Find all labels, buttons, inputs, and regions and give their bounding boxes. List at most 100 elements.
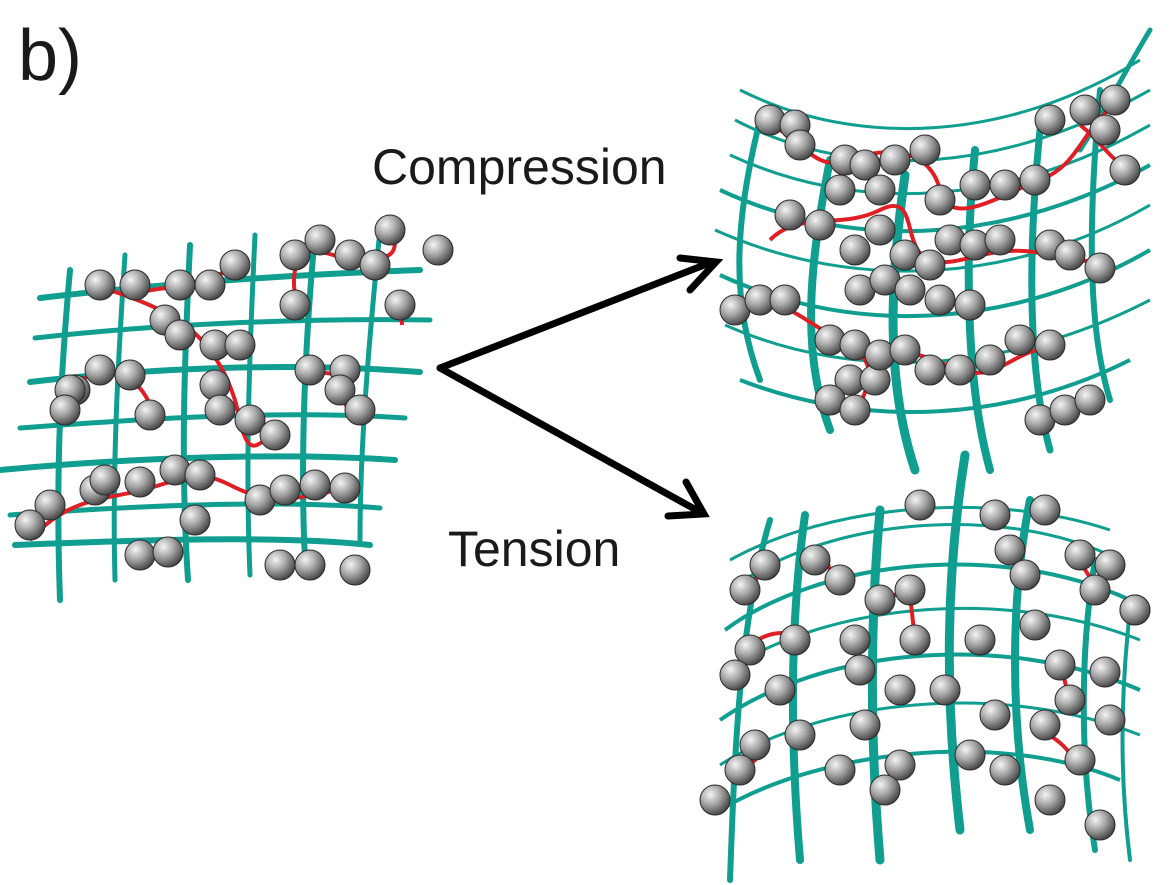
particle-icon xyxy=(884,749,916,781)
particle-icon xyxy=(1069,94,1101,126)
particle-icon xyxy=(264,549,296,581)
particle-icon xyxy=(134,399,166,431)
particle-icon xyxy=(119,269,151,301)
particle-icon xyxy=(1089,656,1121,688)
particle-icon xyxy=(329,472,361,504)
particle-icon xyxy=(929,674,961,706)
particle-icon xyxy=(894,574,926,606)
compression-arrow-icon xyxy=(436,254,724,372)
particle-icon xyxy=(194,269,226,301)
particle-icon xyxy=(884,674,916,706)
particle-icon xyxy=(804,209,836,241)
particle-icon xyxy=(164,269,196,301)
particle-icon xyxy=(124,539,156,571)
particle-icon xyxy=(699,784,731,816)
particle-icon xyxy=(914,354,946,386)
particle-icon xyxy=(1029,709,1061,741)
particle-icon xyxy=(824,564,856,596)
particle-icon xyxy=(849,149,881,181)
particle-icon xyxy=(1009,559,1041,591)
particle-icon xyxy=(1054,684,1086,716)
particle-icon xyxy=(889,334,921,366)
particle-icon xyxy=(259,419,291,451)
particle-icon xyxy=(899,624,931,656)
particle-icon xyxy=(1089,114,1121,146)
compression-label: Compression xyxy=(372,139,667,195)
particle-icon xyxy=(864,214,896,246)
particle-icon xyxy=(864,584,896,616)
particle-icon xyxy=(1019,164,1051,196)
particle-icon xyxy=(1064,744,1096,776)
particle-icon xyxy=(269,474,301,506)
particle-icon xyxy=(729,574,761,606)
particle-icon xyxy=(1094,704,1126,736)
particle-icon xyxy=(1064,539,1096,571)
particle-icon xyxy=(1019,609,1051,641)
particle-icon xyxy=(234,404,266,436)
particle-icon xyxy=(914,249,946,281)
particle-icon xyxy=(374,214,406,246)
tensioned-network xyxy=(699,450,1151,883)
particle-icon xyxy=(1034,784,1066,816)
particle-icon xyxy=(1074,384,1106,416)
particle-icon xyxy=(294,354,326,386)
particle-icon xyxy=(764,674,796,706)
particle-icon xyxy=(844,654,876,686)
particle-icon xyxy=(774,199,806,231)
particle-icon xyxy=(124,466,156,498)
particle-icon xyxy=(324,374,356,406)
particle-icon xyxy=(339,554,371,586)
particle-icon xyxy=(164,319,196,351)
particle-icon xyxy=(184,459,216,491)
particle-icon xyxy=(34,489,66,521)
particle-icon xyxy=(152,536,184,568)
particle-icon xyxy=(1034,104,1066,136)
particle-icon xyxy=(749,549,781,581)
particle-icon xyxy=(1084,252,1116,284)
particle-icon xyxy=(1034,329,1066,361)
particle-icon xyxy=(1094,549,1126,581)
particle-icon xyxy=(784,129,816,161)
particle-icon xyxy=(824,754,856,786)
particle-icon xyxy=(769,284,801,316)
particle-icon xyxy=(864,174,896,206)
particle-icon xyxy=(279,239,311,271)
particle-icon xyxy=(799,544,831,576)
particle-icon xyxy=(384,289,416,321)
particle-icon xyxy=(1099,84,1131,116)
particle-icon xyxy=(1054,239,1086,271)
particle-icon xyxy=(839,234,871,266)
relaxed-network xyxy=(0,214,454,603)
particle-icon xyxy=(879,144,911,176)
tension-label: Tension xyxy=(448,521,620,577)
particle-icon xyxy=(839,394,871,426)
particle-icon xyxy=(1109,154,1141,186)
particle-icon xyxy=(959,169,991,201)
particle-icon xyxy=(869,774,901,806)
particle-icon xyxy=(224,329,256,361)
particle-icon xyxy=(904,489,936,521)
particle-icon xyxy=(784,719,816,751)
particle-icon xyxy=(1044,649,1076,681)
tensioned-particles xyxy=(699,489,1151,841)
particle-icon xyxy=(924,284,956,316)
particle-icon xyxy=(979,699,1011,731)
particle-icon xyxy=(344,394,376,426)
particle-icon xyxy=(422,234,454,266)
particle-icon xyxy=(974,344,1006,376)
particle-icon xyxy=(84,354,116,386)
particle-icon xyxy=(824,174,856,206)
particle-icon xyxy=(1004,324,1036,356)
particle-icon xyxy=(1084,809,1116,841)
particle-icon xyxy=(89,464,121,496)
particle-icon xyxy=(954,739,986,771)
particle-icon xyxy=(1029,494,1061,526)
particle-icon xyxy=(979,499,1011,531)
particle-icon xyxy=(359,249,391,281)
particle-icon xyxy=(924,184,956,216)
particle-icon xyxy=(179,504,211,536)
compressed-network xyxy=(714,27,1153,475)
particle-icon xyxy=(739,729,771,761)
particle-icon xyxy=(989,169,1021,201)
